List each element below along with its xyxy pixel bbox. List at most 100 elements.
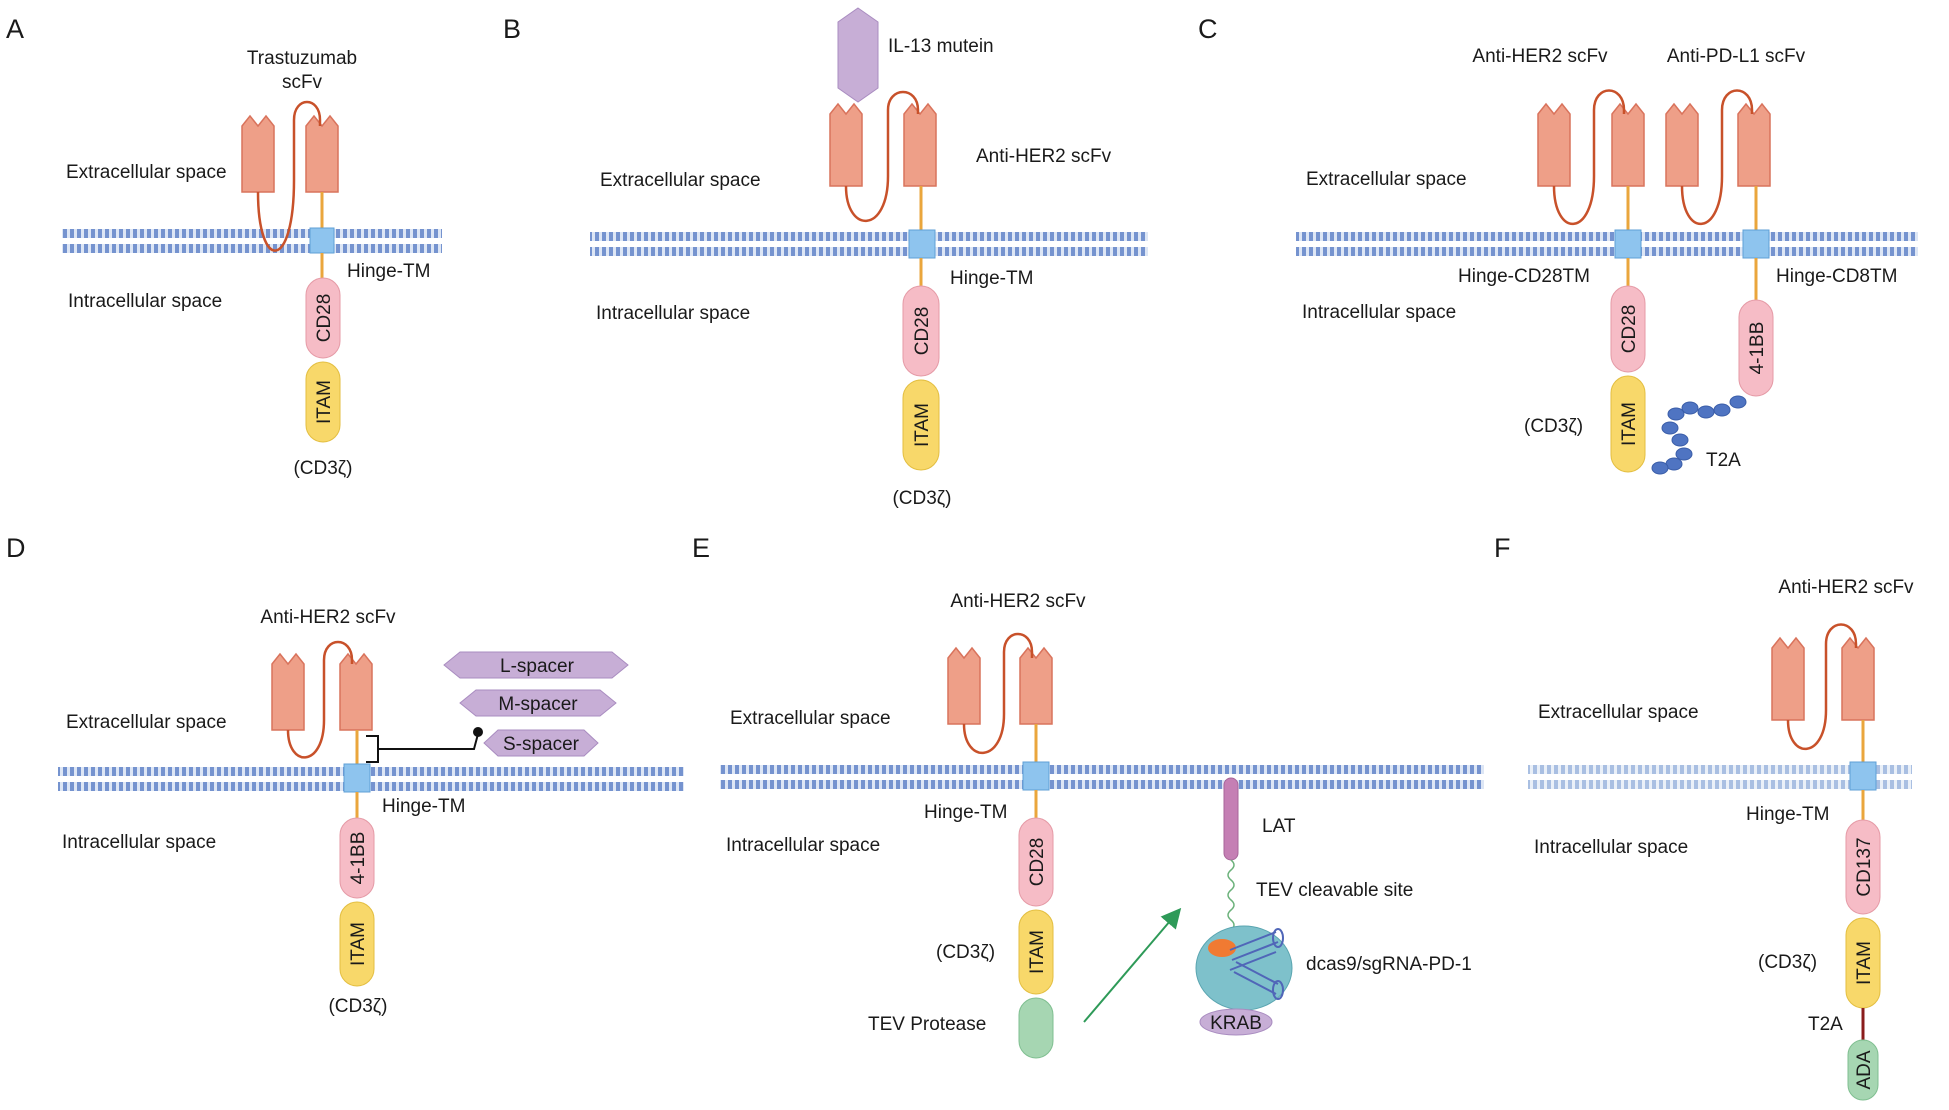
intracellular-label: Intracellular space <box>62 832 216 853</box>
itam-label: ITAM <box>912 403 933 447</box>
itam-domain <box>339 901 375 987</box>
itam-label: ITAM <box>1854 941 1875 985</box>
cell-membrane <box>1528 765 1912 789</box>
scfv-label: Anti-HER2 scFv <box>976 146 1112 167</box>
l-spacer-label: L-spacer <box>500 656 575 677</box>
scfv-domain-pdl1 <box>1665 89 1771 226</box>
panel-e: E Anti-HER2 scFv Extracellular space Int… <box>692 533 1484 1059</box>
m-spacer-shape <box>459 689 617 717</box>
intracellular-label: Intracellular space <box>1534 837 1688 858</box>
cleavage-arrow <box>1083 907 1182 1023</box>
4-1bb-domain <box>1738 299 1774 397</box>
cd137-domain <box>1845 819 1881 915</box>
s-spacer-label: S-spacer <box>503 734 580 755</box>
cd28-label: CD28 <box>1619 305 1640 354</box>
cd3z-label: (CD3ζ) <box>293 458 352 479</box>
t2a-peptide-chain <box>1651 395 1747 475</box>
itam-domain <box>902 379 940 471</box>
extracellular-label: Extracellular space <box>730 708 891 729</box>
scfv-label-line1: Trastuzumab <box>247 48 357 69</box>
lat-label: LAT <box>1262 816 1296 837</box>
ada-domain <box>1847 1039 1879 1101</box>
lat-domain <box>1223 777 1239 861</box>
panel-letter-a: A <box>6 14 24 44</box>
s-spacer-shape <box>483 729 599 757</box>
4-1bb-label: 4-1BB <box>348 832 369 885</box>
t2a-label: T2A <box>1808 1014 1843 1035</box>
cd28-label: CD28 <box>912 307 933 356</box>
hinge-label: Hinge-TM <box>950 268 1033 289</box>
scfv-domain <box>829 90 937 223</box>
intracellular-label: Intracellular space <box>1302 302 1456 323</box>
krab-domain <box>1199 1008 1273 1036</box>
cd28-domain <box>1610 285 1646 373</box>
scfv1-label: Anti-HER2 scFv <box>1472 46 1608 67</box>
extracellular-label: Extracellular space <box>1306 169 1467 190</box>
tev-protease-domain <box>1018 997 1054 1059</box>
scfv-label: Anti-HER2 scFv <box>260 607 396 628</box>
cd28-domain <box>305 277 341 359</box>
cell-membrane <box>58 767 684 791</box>
itam-label: ITAM <box>314 380 335 424</box>
ada-label: ADA <box>1854 1050 1875 1089</box>
cd3z-label: (CD3ζ) <box>1758 952 1817 973</box>
cd3z-label: (CD3ζ) <box>936 942 995 963</box>
krab-label: KRAB <box>1210 1013 1262 1034</box>
dcas9-sgrna-complex <box>1195 925 1293 1011</box>
panel-letter-e: E <box>692 533 710 563</box>
mutein-label: IL-13 mutein <box>888 36 994 57</box>
cell-membrane <box>720 765 1484 789</box>
dna-helix-icon <box>1229 928 1284 1000</box>
extracellular-label: Extracellular space <box>600 170 761 191</box>
itam-domain <box>1018 909 1054 995</box>
hinge1-label: Hinge-CD28TM <box>1458 266 1590 287</box>
scfv-domain <box>1771 623 1875 750</box>
intracellular-label: Intracellular space <box>726 835 880 856</box>
cd28-domain <box>1018 817 1054 907</box>
itam-label: ITAM <box>1619 402 1640 446</box>
hinge-label: Hinge-TM <box>347 261 430 282</box>
hinge-label: Hinge-TM <box>1746 804 1829 825</box>
cd28-domain <box>902 285 940 377</box>
il13-mutein-shape <box>837 7 879 103</box>
tm-box <box>1849 761 1877 791</box>
spacer-pointer-dot <box>473 727 483 737</box>
tm-box <box>908 229 936 259</box>
cd28-label: CD28 <box>1027 838 1048 887</box>
panel-letter-c: C <box>1198 14 1218 44</box>
tm-box-2 <box>1742 229 1770 259</box>
intracellular-label: Intracellular space <box>68 291 222 312</box>
m-spacer-label: M-spacer <box>498 694 578 715</box>
tm-box-1 <box>1614 229 1642 259</box>
l-spacer-shape <box>443 651 629 679</box>
cd3z-label: (CD3ζ) <box>328 996 387 1017</box>
extracellular-label: Extracellular space <box>66 712 227 733</box>
scfv2-label: Anti-PD-L1 scFv <box>1667 46 1806 67</box>
panel-letter-b: B <box>503 14 521 44</box>
panel-c: C Anti-HER2 scFv Anti-PD-L1 scFv Extrace… <box>1198 14 1918 475</box>
t2a-label: T2A <box>1706 450 1741 471</box>
sgrna-accent <box>1208 939 1236 957</box>
cell-membrane <box>590 232 1148 256</box>
hinge2-label: Hinge-CD8TM <box>1776 266 1897 287</box>
scfv-domain <box>271 640 373 759</box>
tev-cleavable-linker <box>1227 859 1235 931</box>
scfv-label: Anti-HER2 scFv <box>950 591 1086 612</box>
panel-b: B IL-13 mutein Anti-HER2 scFv Extracellu… <box>503 7 1148 509</box>
intracellular-label: Intracellular space <box>596 303 750 324</box>
tm-box <box>343 763 371 793</box>
4-1bb-label: 4-1BB <box>1747 322 1768 375</box>
cd3z-label: (CD3ζ) <box>892 488 951 509</box>
scfv-domain-her2 <box>1537 89 1645 226</box>
itam-label: ITAM <box>1027 930 1048 974</box>
cell-membrane <box>1296 232 1918 256</box>
hinge-label: Hinge-TM <box>924 802 1007 823</box>
4-1bb-domain <box>339 817 375 899</box>
extracellular-label: Extracellular space <box>66 162 227 183</box>
panel-d: D Anti-HER2 scFv Extracellular space Int… <box>6 533 684 1017</box>
spacer-bracket <box>366 733 479 763</box>
itam-domain <box>1610 375 1646 473</box>
tev-label: TEV Protease <box>868 1014 986 1035</box>
scfv-label-line2: scFv <box>282 72 323 93</box>
